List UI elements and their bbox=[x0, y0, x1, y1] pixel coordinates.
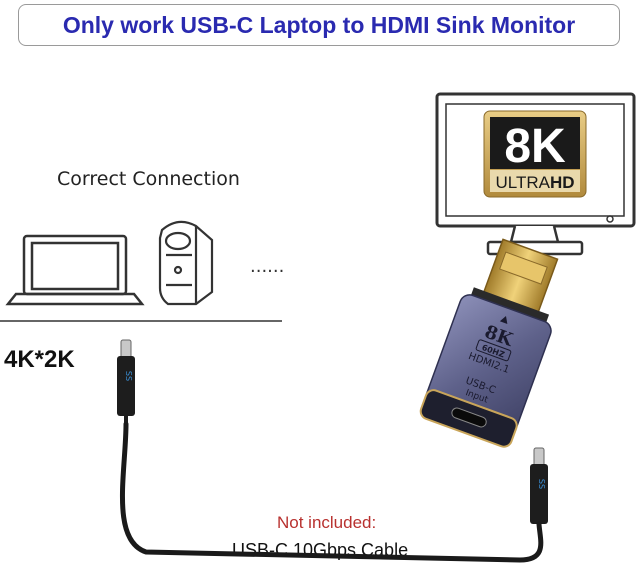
usb-c-plug-right: SS bbox=[530, 447, 548, 524]
desktop-tower-icon bbox=[158, 220, 214, 306]
svg-text:ULTRAHD: ULTRAHD bbox=[495, 173, 574, 192]
title-banner: Only work USB-C Laptop to HDMI Sink Moni… bbox=[18, 4, 620, 46]
banner-text: Only work USB-C Laptop to HDMI Sink Moni… bbox=[62, 11, 576, 38]
hdmi-adapter: 8K 60HZ HDMI2.1 USB-C Input bbox=[419, 238, 559, 448]
svg-text:8K: 8K bbox=[504, 120, 566, 173]
usb-c-plug-left: SS bbox=[117, 339, 135, 425]
svg-text:SS: SS bbox=[124, 371, 133, 381]
8k-ultrahd-badge: 8K ULTRAHD bbox=[483, 110, 587, 198]
cable-wire bbox=[119, 421, 544, 563]
not-included-label: Not included: bbox=[277, 513, 377, 532]
laptop-icon bbox=[5, 234, 145, 306]
resolution-label: 4K*2K bbox=[4, 346, 75, 373]
svg-text:SS: SS bbox=[537, 479, 546, 489]
correct-connection-caption: Correct Connection bbox=[57, 168, 240, 190]
ellipsis-text: ...... bbox=[250, 256, 284, 277]
